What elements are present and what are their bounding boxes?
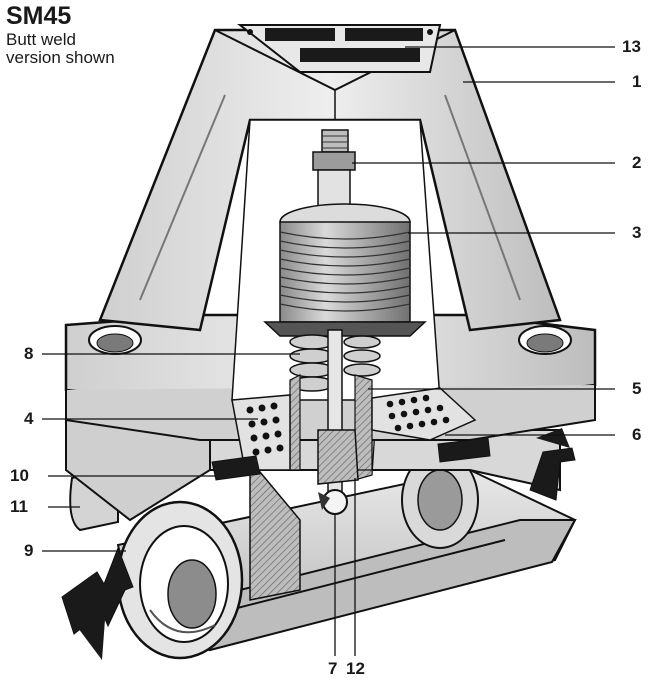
- callout-11: 11: [10, 497, 28, 516]
- callout-12: 12: [346, 659, 365, 678]
- gasket-left: [211, 455, 261, 481]
- callout-5: 5: [632, 379, 642, 398]
- callout-13: 13: [622, 37, 641, 56]
- gasket-right: [437, 437, 491, 463]
- callout-1: 1: [632, 72, 642, 91]
- diagram-title: SM45: [6, 2, 72, 30]
- flow-arrow-inlet: [61, 546, 134, 660]
- strainer-screen-left: [231, 394, 291, 471]
- callout-7: 7: [328, 659, 338, 678]
- leader-lines: [42, 46, 615, 656]
- nameplate: [237, 24, 442, 73]
- callout-4: 4: [24, 409, 34, 428]
- diagram-subtitle: Butt weld version shown: [6, 31, 115, 67]
- callout-9: 9: [24, 541, 34, 560]
- valve-seat: [317, 429, 359, 485]
- callout-10: 10: [10, 466, 29, 485]
- bellows-element: [263, 203, 427, 337]
- subtitle-line-2: version shown: [6, 48, 115, 67]
- callout-2: 2: [632, 153, 642, 172]
- spring: [289, 334, 381, 392]
- inlet-pipe-end: [116, 500, 244, 660]
- strainer-screen-right: [371, 387, 477, 441]
- callout-3: 3: [632, 223, 642, 242]
- callout-6: 6: [632, 425, 642, 444]
- callout-8: 8: [24, 344, 34, 363]
- subtitle-line-1: Butt weld: [6, 30, 76, 49]
- flow-arrow-outlet: [529, 428, 576, 501]
